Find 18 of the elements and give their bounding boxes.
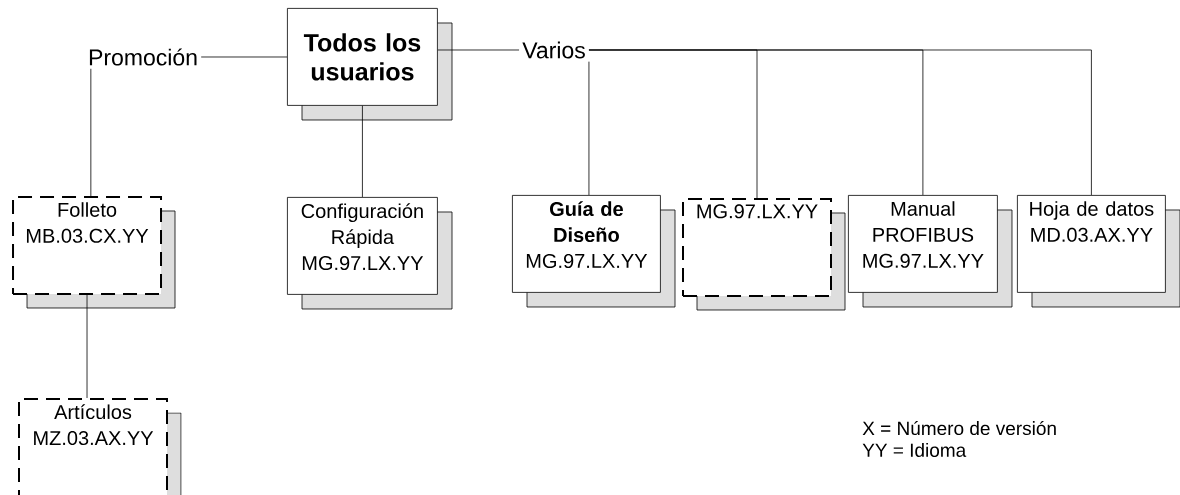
document-box: Guía de Diseño MG.97.LX.YY xyxy=(512,195,676,308)
connector-line xyxy=(588,61,590,196)
document-box: Manual PROFIBUS MG.97.LX.YY xyxy=(848,195,1013,308)
connector-line xyxy=(362,105,363,198)
connector-line xyxy=(86,294,88,399)
document-box: Configuración Rápida MG.97.LX.YY xyxy=(287,197,453,310)
connector-line xyxy=(437,49,520,51)
connector-line xyxy=(588,49,1092,196)
category-label: Promoción xyxy=(89,48,197,66)
key-text: X = Número de versión xyxy=(862,420,1056,436)
category-label: Varios xyxy=(522,41,585,59)
document-box: Todos los usuarios xyxy=(287,8,453,121)
key-text: YY = Idioma xyxy=(862,443,967,457)
document-box: MG.97.LX.YY xyxy=(682,198,846,311)
connector-line xyxy=(200,56,288,58)
document-box: Hoja de datos MD.03.AX.YY xyxy=(1017,195,1180,308)
document-box: Folleto MB.03.CX.YY xyxy=(12,196,176,309)
document-box: Artículos MZ.03.AX.YY xyxy=(18,398,182,495)
